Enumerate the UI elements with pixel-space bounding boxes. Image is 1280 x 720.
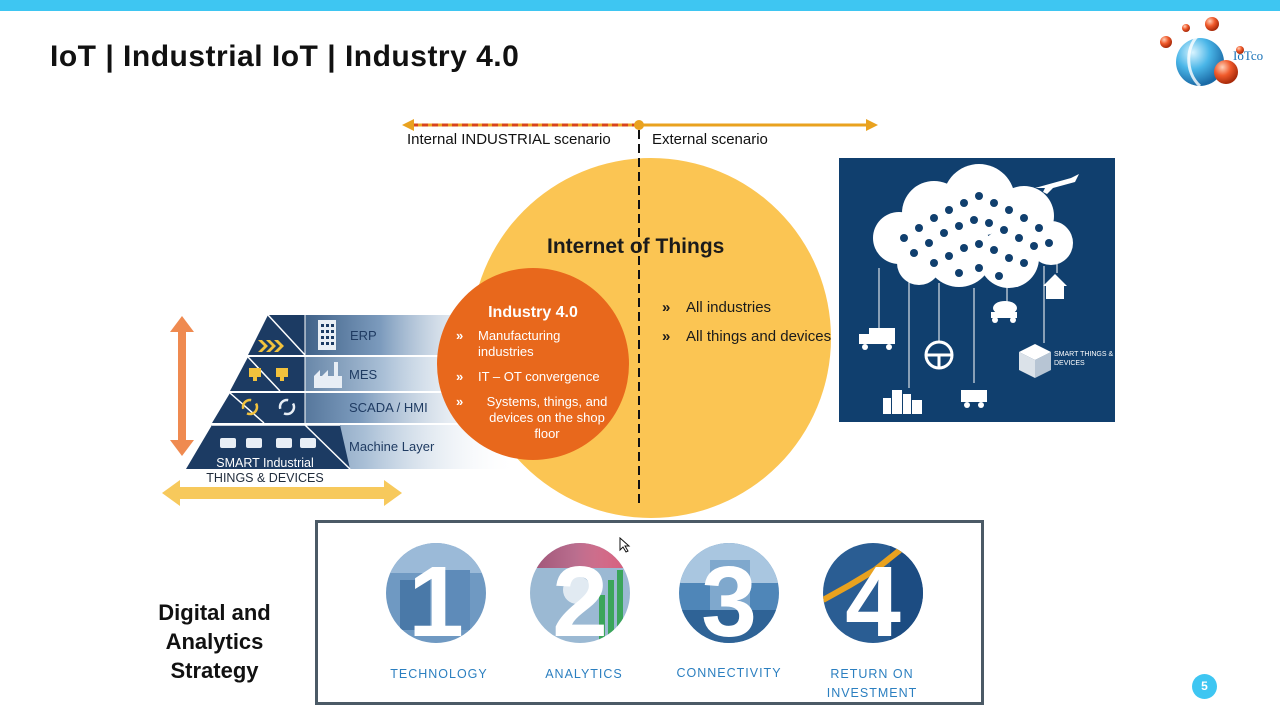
pillar-label-analytics: ANALYTICS [545, 667, 623, 681]
layer-label-scada: SCADA / HMI [349, 400, 428, 415]
external-scenario-label: External scenario [652, 131, 768, 148]
pillar-connectivity-circle [679, 543, 779, 643]
chevrons-icon [258, 340, 284, 352]
horizontal-arrow [162, 480, 402, 506]
factory-icon [314, 362, 342, 388]
iot-title: Internet of Things [547, 235, 725, 258]
pillar-technology-circle [386, 543, 486, 643]
pillar-label-technology: TECHNOLOGY [390, 667, 488, 681]
monitor-icon [249, 368, 288, 381]
pyramid [186, 314, 518, 470]
list-item: » Manufacturing industries [456, 328, 616, 360]
list-item: » Systems, things, and devices on the sh… [456, 394, 616, 442]
steering-wheel-icon [924, 340, 954, 370]
top-accent-bar [0, 0, 1280, 11]
mixer-truck-icon [991, 301, 1017, 323]
bullet: » [456, 394, 464, 409]
industry40-item-text: Manufacturing industries [478, 328, 561, 359]
building-icon [318, 320, 336, 350]
pillar-number: 3 [701, 546, 757, 650]
bullet: » [456, 328, 464, 343]
pillar-number: 4 [845, 546, 901, 650]
list-item: » IT – OT convergence [456, 369, 616, 385]
ioTco-logo [1160, 17, 1244, 88]
industry40-list: » Manufacturing industries » IT – OT con… [456, 328, 616, 451]
industry40-title: Industry 4.0 [488, 304, 578, 321]
scenario-arrow [402, 119, 878, 131]
industry40-item-text: Systems, things, and devices on the shop… [486, 394, 608, 441]
smart-line1: SMART Industrial [216, 456, 314, 470]
page-number-badge: 5 [1192, 674, 1217, 699]
iot-item-text: All things and devices [686, 328, 832, 345]
pillar-number: 1 [408, 546, 464, 650]
truck-icon [859, 328, 895, 350]
cloud-illustration [859, 164, 1079, 414]
iot-list: » All industries » All things and device… [662, 298, 842, 356]
layer-label-machine: Machine Layer [349, 439, 435, 454]
pillar-label-roi: RETURN ON INVESTMENT [826, 667, 918, 700]
list-item: » All industries [662, 298, 842, 317]
plane-icon [1035, 174, 1079, 194]
mouse-cursor-icon [619, 537, 631, 553]
train-car-icon [961, 390, 987, 408]
smart-line2: THINGS & DEVICES [190, 471, 340, 486]
house-icon [1043, 274, 1067, 299]
internal-scenario-label: Internal INDUSTRIAL scenario [407, 131, 611, 148]
slide-title: IoT | Industrial IoT | Industry 4.0 [50, 40, 520, 73]
pillar-number: 2 [552, 546, 608, 650]
bullet: » [456, 369, 464, 384]
bullet: » [662, 299, 671, 316]
industry40-item-text: IT – OT convergence [478, 369, 600, 384]
machine-icon [220, 438, 316, 448]
smart-things-caption: SMART Industrial THINGS & DEVICES [190, 456, 340, 486]
logo-text: IoTco [1233, 48, 1264, 63]
layer-label-erp: ERP [350, 328, 377, 343]
bullet: » [662, 328, 671, 345]
iot-item-text: All industries [686, 299, 772, 316]
strategy-title: Digital and Analytics Strategy [158, 600, 271, 683]
iot-cloud-image [839, 158, 1115, 422]
cube-icon [1019, 344, 1051, 378]
city-icon [883, 390, 922, 414]
pillar-label-connectivity: CONNECTIVITY [676, 666, 782, 680]
vertical-arrow [170, 316, 194, 456]
strategy-pillars: 1 2 3 4 [386, 543, 923, 650]
industry40-circle [437, 268, 629, 460]
strategy-box [315, 520, 984, 705]
layer-label-mes: MES [349, 367, 378, 382]
smart-things-devices-label: SMART THINGS & DEVICES [1054, 351, 1114, 367]
list-item: » All things and devices [662, 327, 842, 346]
refresh-icon [241, 398, 296, 416]
